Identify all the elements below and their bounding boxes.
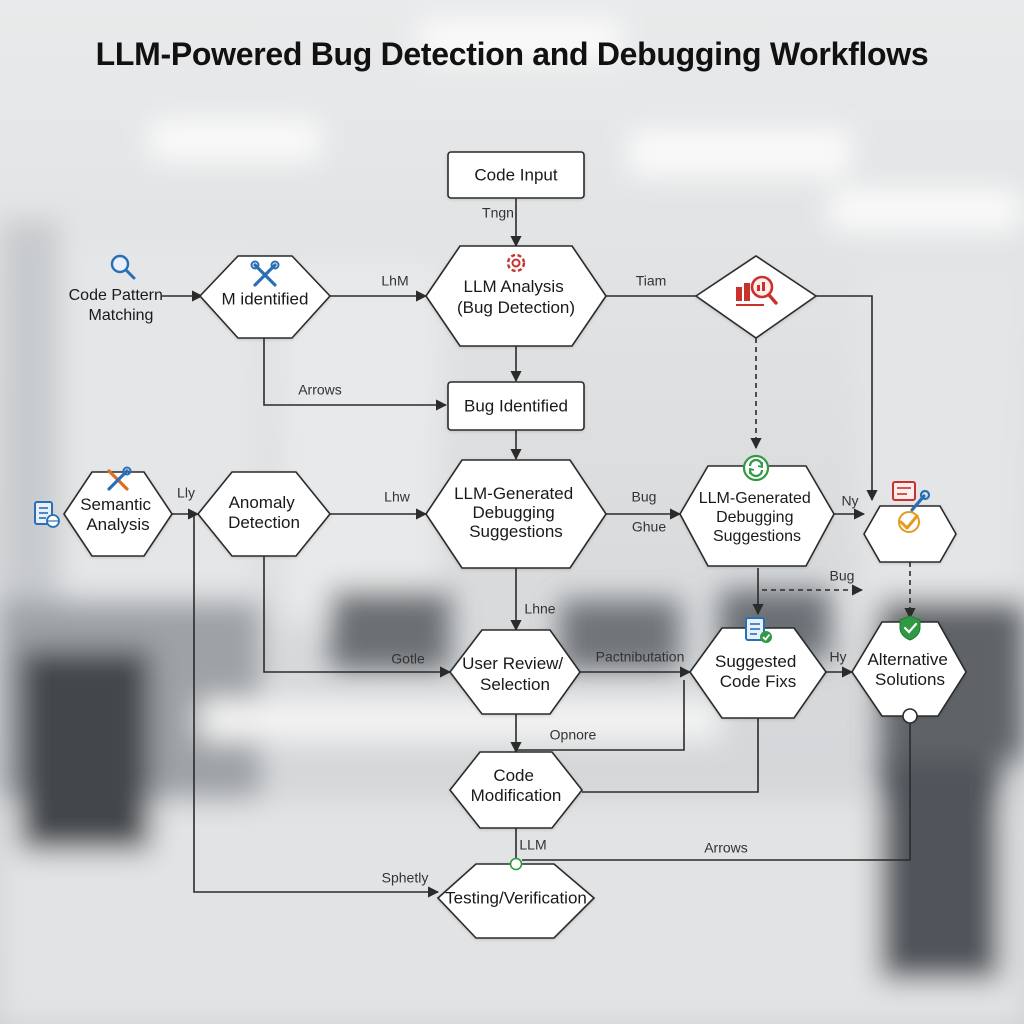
edge-label-pactnibutation: Pactnibutation <box>596 649 685 665</box>
node-code-modification-l1: Code <box>493 766 534 785</box>
node-task-wrench-shape <box>863 505 957 563</box>
node-suggestions2-l1: LLM-Generated <box>699 490 811 507</box>
document-globe-icon <box>34 501 60 528</box>
edge-label-ghue: Ghue <box>632 519 666 535</box>
node-suggestions2-l2: Debugging <box>716 509 793 526</box>
nodes <box>63 151 967 939</box>
node-code-input-shape <box>447 151 585 199</box>
node-anomaly-detection: Anomaly Detection <box>228 493 300 532</box>
edge-label-lhw: Lhw <box>384 489 411 505</box>
node-m-identified-shape <box>198 255 332 339</box>
edge-label-lly: Lly <box>177 485 195 501</box>
node-bug-identified: Bug Identified <box>464 396 568 415</box>
edge-label-opnore: Opnore <box>550 727 597 743</box>
node-suggestions1-shape <box>425 459 607 569</box>
node-semantic-analysis-l1: Semantic <box>80 495 151 514</box>
node-anomaly-detection-shape <box>196 471 332 557</box>
node-suggestions1-l1: LLM-Generated <box>454 484 573 503</box>
node-alternatives-shape <box>851 621 967 717</box>
node-chart-diamond-shape <box>694 255 818 339</box>
node-labels: Code Input Code Pattern Matching M ident… <box>69 165 952 907</box>
edge-label-llm: LLM <box>519 837 546 853</box>
edge-label-bug-a: Bug <box>632 489 657 505</box>
node-code-input: Code Input <box>474 165 557 184</box>
refresh-icon <box>742 454 770 482</box>
node-semantic-analysis-shape <box>63 471 173 557</box>
magnifier-icon <box>110 254 136 280</box>
node-testing-shape <box>436 863 596 939</box>
node-user-review-shape <box>448 629 581 715</box>
edge-alternatives-testing <box>522 724 911 861</box>
node-suggested-fixes-l2: Code Fixs <box>720 672 797 691</box>
edge-midentified-bugidentified <box>263 338 448 411</box>
node-bug-identified-shape <box>447 381 585 431</box>
node-suggestions2-shape <box>679 465 835 567</box>
edge-label-ny: Ny <box>841 493 858 509</box>
edge-labels: Tngn LhM Tiam Arrows Lly Lhw Bug Ghue Ny… <box>177 205 859 886</box>
node-llm-analysis-l2: (Bug Detection) <box>457 298 575 317</box>
node-code-pattern-matching-l1: Code Pattern <box>69 287 163 304</box>
edge-label-sphetly: Sphetly <box>382 870 429 886</box>
node-alternatives-l2: Solutions <box>875 670 945 689</box>
edge-label-bug-b: Bug <box>830 568 855 584</box>
node-code-pattern-matching: Code Pattern Matching <box>69 287 168 324</box>
checklist-icon <box>745 617 772 643</box>
edge-label-tiam: Tiam <box>636 273 667 289</box>
junction-testing <box>509 857 523 871</box>
node-user-review: User Review/ Selection <box>462 654 568 694</box>
node-suggested-code-fixes: Suggested Code Fixs <box>715 652 801 691</box>
node-anomaly-detection-l1: Anomaly <box>229 493 296 512</box>
edge-label-lhm: LhM <box>381 273 408 289</box>
node-code-modification-l2: Modification <box>471 786 562 805</box>
node-alternatives-l1: Alternative <box>867 650 947 669</box>
node-testing-verification: Testing/Verification <box>445 888 587 907</box>
node-semantic-analysis: Semantic Analysis <box>80 495 156 534</box>
tools-icon <box>107 466 132 491</box>
node-anomaly-detection-l2: Detection <box>228 513 300 532</box>
junction-alternatives <box>902 708 918 724</box>
node-user-review-l1: User Review/ <box>462 654 563 673</box>
edge-label-arrows-bottom: Arrows <box>704 840 748 856</box>
task-wrench-icon <box>892 481 931 533</box>
edge-suggestedfixes-modification <box>582 718 759 793</box>
edge-left-loop-testing <box>193 514 440 898</box>
node-alternative-solutions: Alternative Solutions <box>867 650 952 689</box>
node-m-identified: M identified <box>222 289 309 308</box>
shield-check-icon <box>899 615 921 641</box>
diagram-title: LLM-Powered Bug Detection and Debugging … <box>95 36 929 72</box>
edge-label-tngn: Tngn <box>482 205 514 221</box>
chart-magnifier-icon <box>736 275 778 306</box>
edge-label-arrows-top: Arrows <box>298 382 342 398</box>
node-suggestions1-l3: Suggestions <box>469 522 563 541</box>
edge-label-hy: Hy <box>829 649 846 665</box>
node-suggestions2-l3: Suggestions <box>713 528 801 545</box>
node-suggestions1-l2: Debugging <box>473 503 555 522</box>
node-suggested-fixes-shape <box>689 627 827 719</box>
node-llm-analysis-l1: LLM Analysis <box>464 277 564 296</box>
edges <box>162 198 916 898</box>
node-llm-analysis: LLM Analysis (Bug Detection) <box>457 277 575 317</box>
edge-label-lhne: Lhne <box>524 601 555 617</box>
node-user-review-l2: Selection <box>480 675 550 694</box>
node-code-modification-shape <box>448 751 584 829</box>
wrench-screwdriver-icon <box>250 260 280 287</box>
edge-label-gotle: Gotle <box>391 651 425 667</box>
node-llm-generated-suggestions-2: LLM-Generated Debugging Suggestions <box>699 490 816 545</box>
node-semantic-analysis-l2: Analysis <box>86 515 149 534</box>
edge-diamond-right <box>816 295 878 502</box>
node-llm-analysis-shape <box>425 245 607 347</box>
edge-anomaly-userreview <box>263 556 452 678</box>
edge-suggestedfixes-opnore <box>516 680 685 751</box>
node-suggested-fixes-l1: Suggested <box>715 652 796 671</box>
node-code-pattern-matching-l2: Matching <box>89 307 154 324</box>
bug-gear-icon <box>506 253 526 273</box>
node-llm-generated-suggestions-1: LLM-Generated Debugging Suggestions <box>454 484 578 541</box>
node-code-modification: Code Modification <box>471 766 562 805</box>
